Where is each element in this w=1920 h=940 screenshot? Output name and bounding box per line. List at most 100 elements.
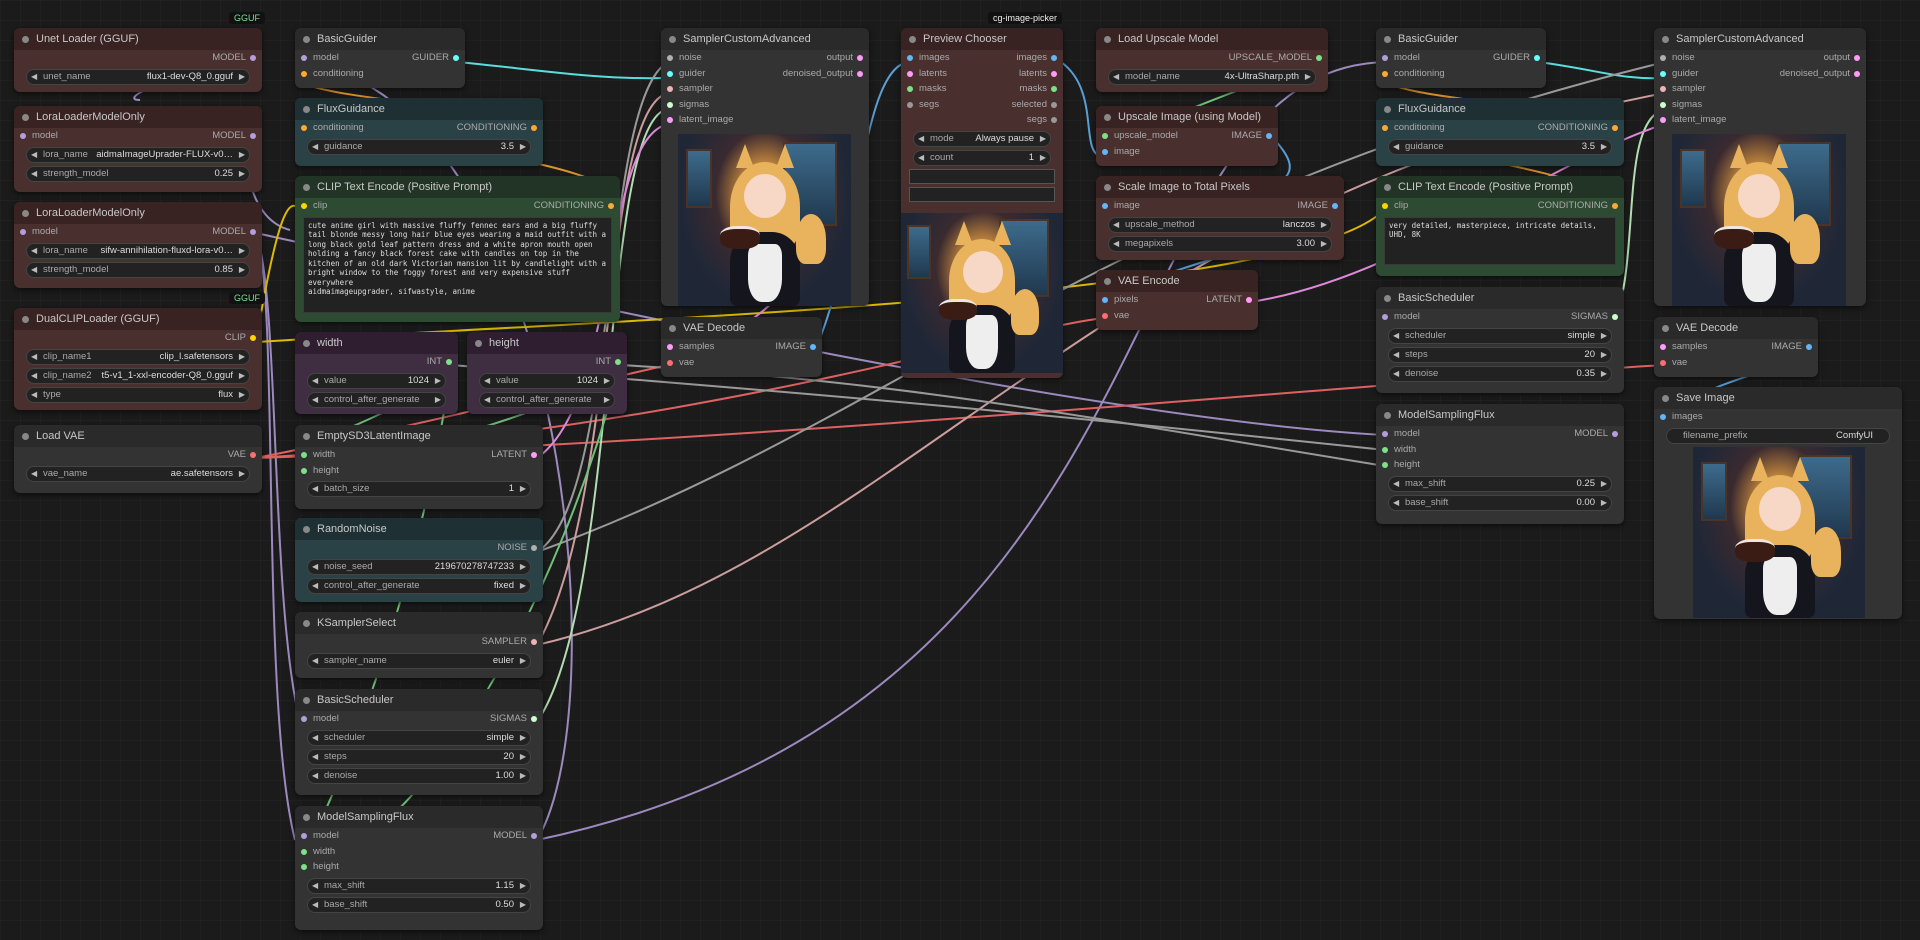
arrow-left-icon[interactable]: ◀ — [1393, 330, 1400, 340]
prompt-textarea[interactable]: very detailed, masterpiece, intricate de… — [1384, 216, 1616, 265]
output-segs-slot[interactable] — [1051, 117, 1057, 123]
output-latent-slot[interactable] — [1246, 297, 1252, 303]
arrow-right-icon[interactable]: ▶ — [1039, 152, 1046, 162]
arrow-right-icon[interactable]: ▶ — [1600, 478, 1607, 488]
input-segs-slot[interactable] — [907, 101, 913, 108]
node-title[interactable]: SamplerCustomAdvanced — [1654, 28, 1866, 50]
input-vae-slot[interactable] — [1102, 312, 1108, 319]
output-sigmas-slot[interactable] — [531, 716, 537, 722]
arrow-left-icon[interactable]: ◀ — [484, 394, 491, 404]
input-masks-slot[interactable] — [907, 86, 913, 92]
input-conditioning-slot[interactable] — [1382, 70, 1388, 77]
node-title[interactable]: KSamplerSelect — [295, 612, 543, 634]
input-conditioning-slot[interactable] — [301, 70, 307, 77]
node-upscale-image[interactable]: Upscale Image (using Model) upscale_mode… — [1096, 106, 1278, 166]
node-title[interactable]: Load VAE — [14, 425, 262, 447]
input-conditioning-slot[interactable] — [301, 125, 307, 131]
output-image-slot[interactable] — [1806, 344, 1812, 350]
node-title[interactable]: ModelSamplingFlux — [1376, 404, 1624, 426]
input-model-slot[interactable] — [1382, 55, 1388, 61]
arrow-right-icon[interactable]: ▶ — [519, 751, 526, 761]
input-model-slot[interactable] — [20, 229, 26, 235]
arrow-left-icon[interactable]: ◀ — [1113, 71, 1120, 81]
arrow-left-icon[interactable]: ◀ — [312, 561, 319, 571]
arrow-right-icon[interactable]: ▶ — [1600, 349, 1607, 359]
output-latents-slot[interactable] — [1051, 70, 1057, 77]
output-image-slot[interactable] — [810, 344, 816, 350]
output-vae-slot[interactable] — [250, 452, 256, 458]
input-sampler-slot[interactable] — [667, 86, 673, 92]
node-title[interactable]: FluxGuidance — [295, 98, 543, 120]
arrow-left-icon[interactable]: ◀ — [1113, 238, 1120, 248]
arrow-right-icon[interactable]: ▶ — [434, 394, 441, 404]
arrow-left-icon[interactable]: ◀ — [312, 394, 319, 404]
arrow-left-icon[interactable]: ◀ — [1393, 349, 1400, 359]
output-output-slot[interactable] — [1854, 55, 1860, 61]
output-conditioning-slot[interactable] — [608, 203, 614, 209]
node-title[interactable]: VAE Decode — [1654, 317, 1818, 339]
input-image-slot[interactable] — [1102, 148, 1108, 155]
output-int-slot[interactable] — [615, 359, 621, 365]
arrow-right-icon[interactable]: ▶ — [434, 375, 441, 385]
arrow-right-icon[interactable]: ▶ — [238, 351, 245, 361]
arrow-left-icon[interactable]: ◀ — [918, 133, 925, 143]
arrow-right-icon[interactable]: ▶ — [603, 394, 610, 404]
output-output-slot[interactable] — [857, 55, 863, 61]
input-images-slot[interactable] — [1660, 414, 1666, 420]
arrow-right-icon[interactable]: ▶ — [238, 71, 245, 81]
arrow-left-icon[interactable]: ◀ — [31, 468, 38, 478]
node-title[interactable]: CLIP Text Encode (Positive Prompt) — [295, 176, 620, 198]
node-title[interactable]: ModelSamplingFlux — [295, 806, 543, 828]
arrow-right-icon[interactable]: ▶ — [238, 389, 245, 399]
output-noise-slot[interactable] — [531, 545, 537, 551]
input-image-slot[interactable] — [1102, 203, 1108, 209]
arrow-right-icon[interactable]: ▶ — [238, 168, 245, 178]
arrow-right-icon[interactable]: ▶ — [519, 770, 526, 780]
arrow-right-icon[interactable]: ▶ — [1039, 133, 1046, 143]
input-sigmas-slot[interactable] — [667, 101, 673, 108]
arrow-right-icon[interactable]: ▶ — [519, 484, 526, 493]
node-title[interactable]: BasicGuider — [295, 28, 465, 50]
node-title[interactable]: RandomNoise — [295, 518, 543, 540]
input-model-slot[interactable] — [1382, 314, 1388, 320]
input-height-slot[interactable] — [301, 467, 307, 474]
output-model-slot[interactable] — [1612, 431, 1618, 437]
input-model-slot[interactable] — [20, 133, 26, 139]
output-model-slot[interactable] — [250, 133, 256, 139]
node-title[interactable]: height — [467, 332, 627, 354]
preview-chooser-image[interactable] — [901, 213, 1063, 373]
input-model-slot[interactable] — [1382, 431, 1388, 437]
arrow-right-icon[interactable]: ▶ — [1320, 219, 1327, 229]
output-conditioning-slot[interactable] — [1612, 125, 1618, 131]
arrow-right-icon[interactable]: ▶ — [238, 370, 245, 380]
output-model-slot[interactable] — [250, 229, 256, 235]
input-model-slot[interactable] — [301, 833, 307, 839]
arrow-right-icon[interactable]: ▶ — [519, 580, 526, 590]
output-sampler-slot[interactable] — [531, 639, 537, 645]
input-samples-slot[interactable] — [1660, 344, 1666, 350]
node-title[interactable]: BasicScheduler — [1376, 287, 1624, 309]
output-images-slot[interactable] — [1051, 55, 1057, 61]
